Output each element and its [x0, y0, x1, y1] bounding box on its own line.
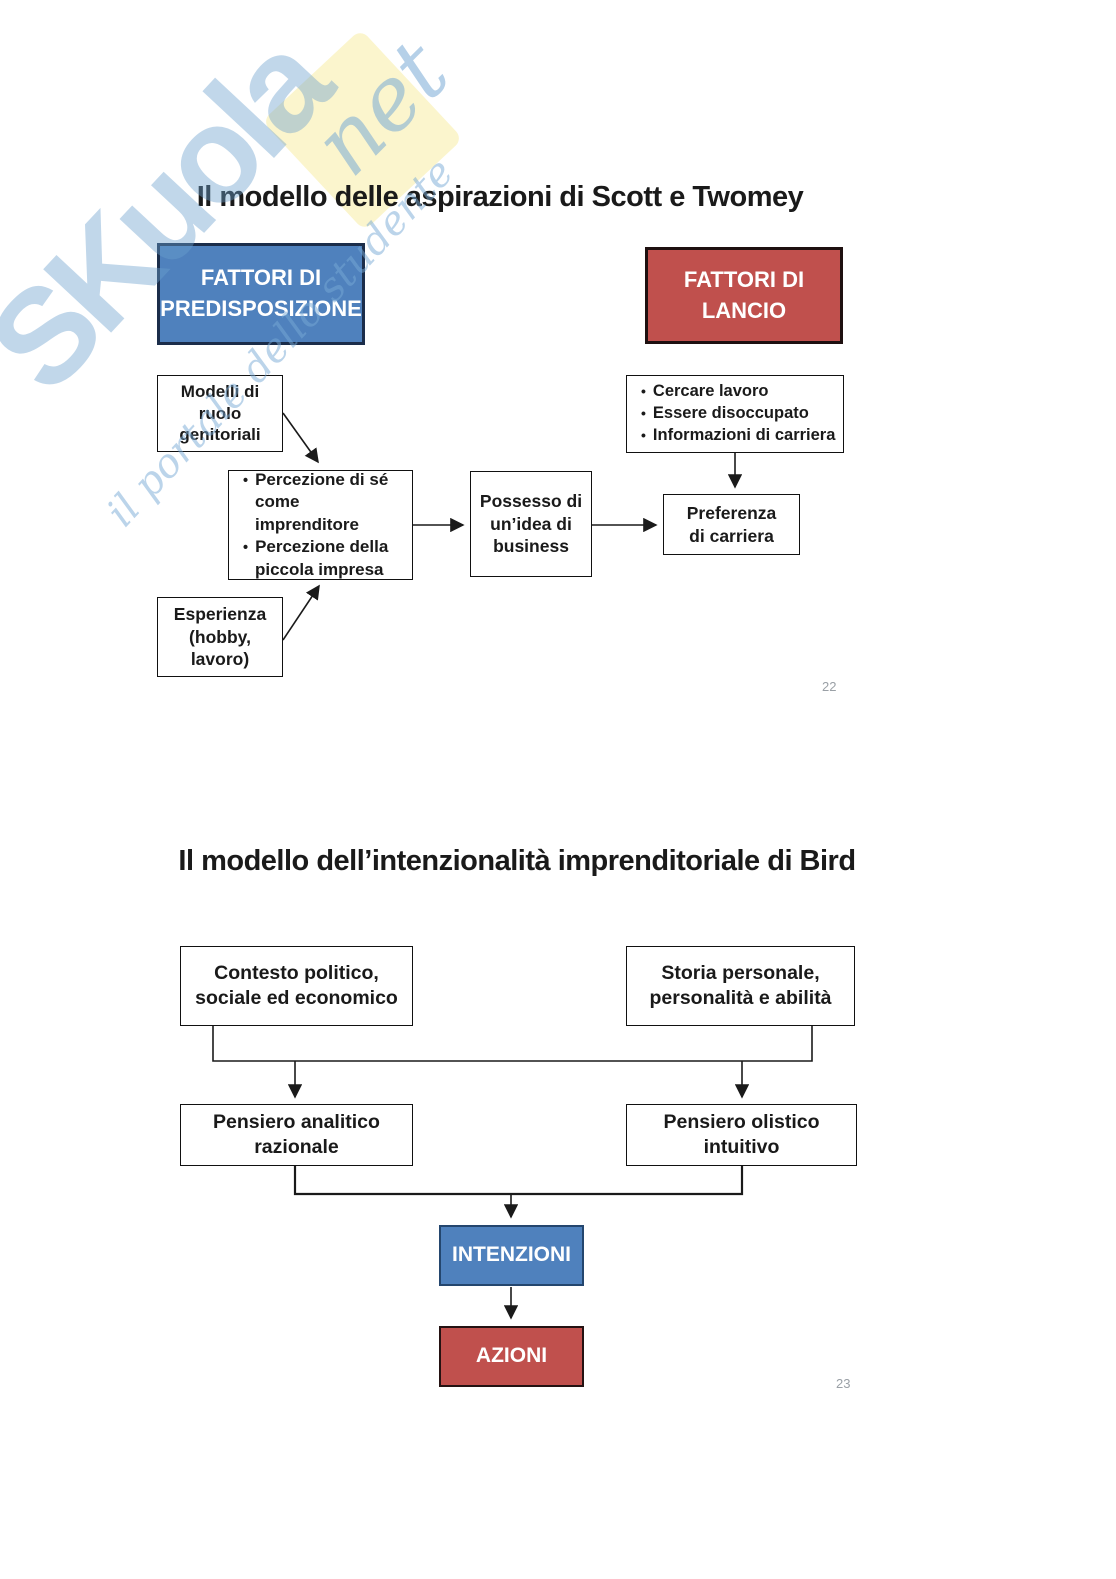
box-line: di carriera — [689, 525, 774, 546]
box-line: intuitivo — [703, 1136, 780, 1158]
box-line: personalità e abilità — [649, 987, 832, 1009]
title-line: Il modello dell’intenzionalità — [178, 845, 551, 877]
box-pensiero-olistico: Pensiero olistico intuitivo — [626, 1104, 857, 1166]
title-line: imprenditoriale di Bird — [557, 845, 856, 877]
box-line: (hobby, — [189, 626, 251, 647]
bullet-item: Percezione della piccola impresa — [237, 536, 406, 581]
box-contesto: Contesto politico, sociale ed economico — [180, 946, 413, 1026]
box-line: genitoriali — [179, 425, 261, 445]
box-line: razionale — [254, 1136, 339, 1158]
box-fattori-lancio-list: Cercare lavoro Essere disoccupato Inform… — [626, 375, 844, 453]
bullet-item: Cercare lavoro — [635, 381, 835, 403]
box-modelli-ruolo: Modelli di ruolo genitoriali — [157, 375, 283, 452]
box-line: Pensiero olistico — [663, 1111, 820, 1134]
box-line: ruolo — [198, 403, 242, 423]
box-line: Esperienza — [173, 604, 267, 625]
box-storia-personale: Storia personale, personalità e abilità — [626, 946, 855, 1026]
box-azioni: AZIONI — [439, 1326, 584, 1387]
box-pensiero-analitico: Pensiero analitico razionale — [180, 1104, 413, 1166]
box-line: FATTORI DI — [200, 265, 322, 291]
box-intenzioni: INTENZIONI — [439, 1225, 584, 1286]
box-line: Pensiero analitico — [213, 1111, 380, 1134]
box-line: LANCIO — [701, 297, 787, 323]
box-line: FATTORI DI — [683, 266, 805, 292]
box-line: lavoro) — [190, 649, 250, 670]
box-fattori-predisposizione: FATTORI DI PREDISPOSIZIONE — [157, 243, 365, 345]
box-line: un’idea di — [490, 513, 572, 534]
bullet-item: Informazioni di carriera — [635, 425, 835, 447]
bullet-item: Essere disoccupato — [635, 403, 835, 425]
box-line: Preferenza — [686, 503, 777, 524]
box-line: AZIONI — [475, 1344, 548, 1368]
slide1-page-number: 22 — [822, 679, 837, 694]
box-line: Modelli di — [180, 381, 260, 401]
slide2-title: Il modello dell’intenzionalità imprendit… — [157, 840, 877, 882]
box-line: sociale ed economico — [195, 987, 398, 1009]
box-percezione: Percezione di sé come imprenditore Perce… — [228, 470, 413, 580]
box-line: INTENZIONI — [452, 1243, 571, 1267]
box-esperienza: Esperienza (hobby, lavoro) — [157, 597, 283, 677]
slide2-page-number: 23 — [836, 1376, 851, 1391]
box-line: business — [493, 536, 569, 557]
box-line: Storia personale, — [661, 962, 820, 985]
box-line: Contesto politico, — [214, 962, 379, 985]
bullet-item: Percezione di sé come imprenditore — [237, 469, 406, 536]
box-line: Possesso di — [479, 491, 583, 512]
slide1-title: Il modello delle aspirazioni di Scott e … — [196, 181, 804, 213]
box-line: PREDISPOSIZIONE — [160, 296, 362, 321]
box-fattori-lancio: FATTORI DI LANCIO — [645, 247, 843, 344]
box-preferenza-carriera: Preferenza di carriera — [663, 494, 800, 555]
box-possesso-idea: Possesso di un’idea di business — [470, 471, 592, 577]
